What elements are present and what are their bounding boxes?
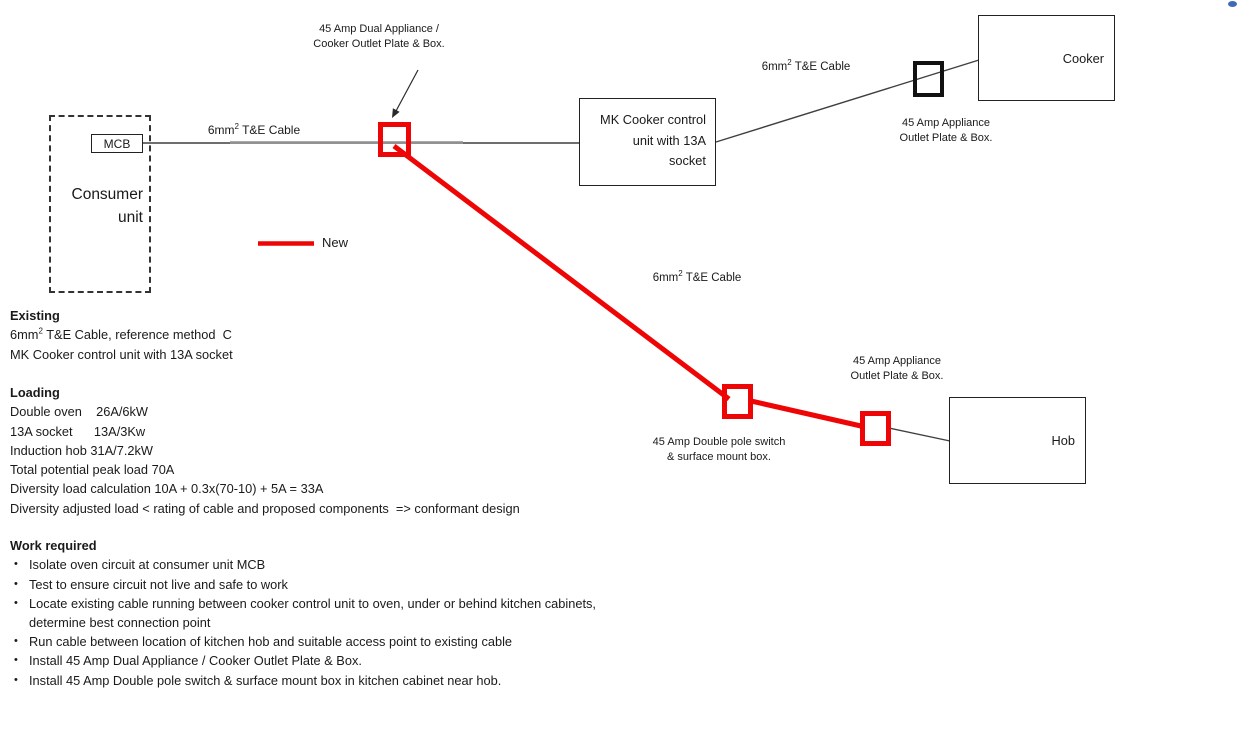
existing-section: Existing 6mm2 T&E Cable, reference metho… bbox=[10, 306, 233, 364]
cable-label-cooker-run: 6mm2 T&E Cable bbox=[761, 58, 851, 73]
loading-title: Loading bbox=[10, 385, 60, 400]
work-item: Install 45 Amp Dual Appliance / Cooker O… bbox=[10, 651, 622, 670]
work-item: Isolate oven circuit at consumer unit MC… bbox=[10, 555, 622, 574]
mcb-box: MCB bbox=[91, 134, 143, 153]
work-item: Test to ensure circuit not live and safe… bbox=[10, 575, 622, 594]
legend-new-label: New bbox=[322, 235, 349, 250]
work-required-section: Work required Isolate oven circuit at co… bbox=[10, 536, 622, 690]
loading-line: 13A socket 13A/3Kw bbox=[10, 423, 146, 439]
work-required-title: Work required bbox=[10, 538, 97, 553]
loading-section: Loading Double oven 26A/6kW 13A socket 1… bbox=[10, 383, 520, 518]
existing-title: Existing bbox=[10, 308, 60, 323]
work-item: Install 45 Amp Double pole switch & surf… bbox=[10, 671, 622, 690]
cooker-label: Cooker bbox=[1062, 50, 1104, 66]
new-cable-switch-to-outlet bbox=[750, 398, 862, 429]
consumer-unit-box: Consumer unit bbox=[49, 115, 151, 293]
cable-label-consumer-run: 6mm2 T&E Cable bbox=[207, 122, 301, 138]
dual-appliance-outlet-symbol bbox=[378, 122, 411, 157]
work-item: Run cable between location of kitchen ho… bbox=[10, 632, 622, 651]
new-cable-to-pole-switch bbox=[392, 144, 731, 401]
annotation-arrow-line bbox=[395, 69, 419, 112]
cable-control-to-cooker bbox=[715, 59, 980, 143]
existing-cable-line: 6mm2 T&E Cable, reference method C bbox=[10, 327, 232, 343]
double-pole-switch-symbol bbox=[722, 384, 753, 419]
loading-line: Total potential peak load 70A bbox=[10, 462, 175, 478]
hob-outlet-annotation: 45 Amp Appliance Outlet Plate & Box. bbox=[850, 355, 944, 382]
cooker-appliance-outlet-symbol bbox=[913, 61, 944, 97]
blue-dot bbox=[1228, 1, 1237, 7]
cable-outlet-to-hob bbox=[888, 427, 951, 442]
existing-control-line: MK Cooker control unit with 13A socket bbox=[10, 346, 233, 362]
annotation-arrow-head-icon bbox=[392, 108, 400, 118]
hob-appliance-outlet-symbol bbox=[860, 411, 891, 446]
loading-line: Diversity adjusted load < rating of cabl… bbox=[10, 500, 520, 516]
hob-label: Hob bbox=[1051, 433, 1075, 448]
cooker-outlet-annotation: 45 Amp Appliance Outlet Plate & Box. bbox=[899, 117, 993, 144]
work-required-list: Isolate oven circuit at consumer unit MC… bbox=[10, 555, 622, 690]
cooker-control-unit-box: MK Cooker control unit with 13A socket bbox=[579, 98, 716, 186]
loading-line: Double oven 26A/6kW bbox=[10, 404, 148, 420]
cable-label-hob-run: 6mm2 T&E Cable bbox=[652, 269, 742, 284]
loading-line: Diversity load calculation 10A + 0.3x(70… bbox=[10, 481, 324, 497]
cooker-box: Cooker bbox=[978, 15, 1115, 101]
consumer-unit-label: Consumer unit bbox=[71, 186, 144, 226]
pole-switch-annotation: 45 Amp Double pole switch & surface moun… bbox=[652, 436, 786, 463]
hob-box: Hob bbox=[949, 397, 1086, 484]
loading-line: Induction hob 31A/7.2kW bbox=[10, 442, 153, 458]
mcb-label: MCB bbox=[103, 136, 131, 151]
dual-outlet-annotation: 45 Amp Dual Appliance / Cooker Outlet Pl… bbox=[313, 23, 445, 50]
work-item: Locate existing cable running between co… bbox=[10, 594, 622, 632]
